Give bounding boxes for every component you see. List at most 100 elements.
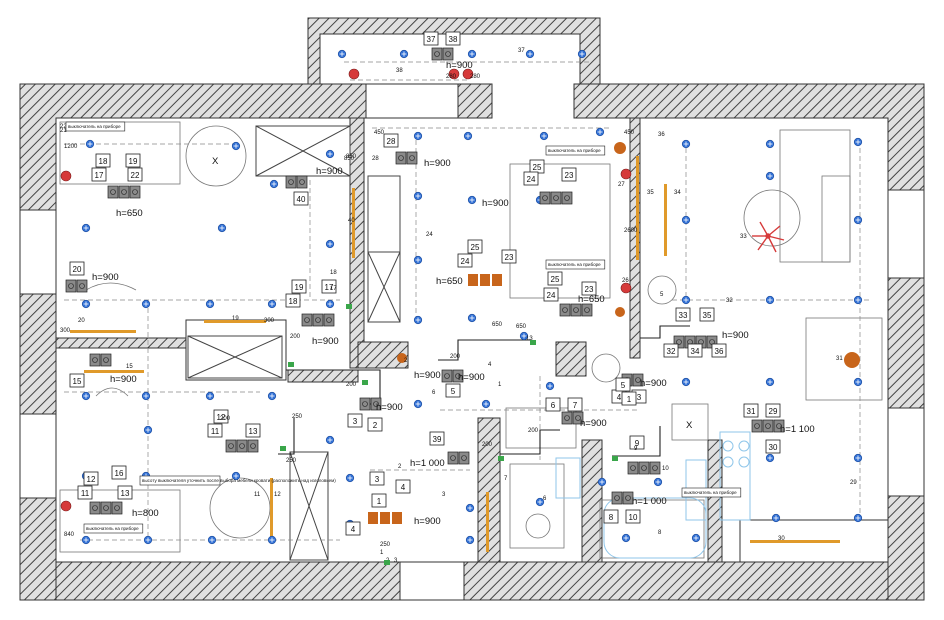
dimension-label: 300 [264,318,275,324]
numbered-box: 11 [207,423,223,438]
light-point [267,535,277,545]
light-point [467,195,477,205]
svg-text:37: 37 [427,35,436,44]
dimension-label: 21 [60,128,67,134]
dimension-label: 850 [346,154,357,160]
dimension-label: 450 [374,130,385,136]
dimension-label: 20 [78,318,85,324]
light-point [465,503,475,513]
numbered-box: 18 [285,293,301,308]
dimension-label: 36 [658,132,665,138]
note: выключатель на приборе [65,121,126,132]
dimension-label: 18 [330,270,337,276]
dimension-label: 650 [516,324,527,330]
dimension-label: 19 [232,316,239,322]
dimension-label: 250 [292,414,303,420]
svg-text:25: 25 [533,163,542,172]
socket-block [539,191,573,205]
dimension-label: 200 [346,382,357,388]
light-point [267,299,277,309]
dimension-label: 32 [726,298,733,304]
numbered-box: 33 [675,307,691,322]
dimension-label: 22 [60,124,67,130]
light-point [545,381,555,391]
svg-text:4: 4 [351,525,356,534]
numbered-box: 19 [291,279,307,294]
note: выключатель на приборе [545,259,606,270]
dimension-label: 26 [622,278,629,284]
light-point [231,471,241,481]
dimension-label: 17 [330,286,337,292]
svg-text:4: 4 [401,483,406,492]
svg-text:19: 19 [295,283,304,292]
height-label: h=900 [414,370,441,381]
light-point [413,255,423,265]
height-label: h=900 [722,330,749,341]
height-label: h=900 [458,372,485,383]
light-point [81,535,91,545]
dimension-label: 27 [618,182,625,188]
numbered-box: 7 [567,397,583,412]
numbered-box: 25 [529,159,545,174]
note: выключатель на приборе [83,523,144,534]
socket-block [65,279,88,293]
light-point [143,425,153,435]
svg-text:25: 25 [551,275,560,284]
dimension-label: 280 [446,74,457,80]
numbered-box: 15 [69,373,85,388]
numbered-box: 24 [457,253,473,268]
numbered-box: 11 [77,485,93,500]
socket-block [225,439,259,453]
numbered-box: 37 [423,31,439,46]
dimension-label: 300 [60,328,71,334]
dimension-label: 650 [492,322,503,328]
light-point [345,473,355,483]
dimension-label: 38 [396,68,403,74]
svg-text:7: 7 [573,401,578,410]
height-label: h=900 [92,272,119,283]
height-label: h=900 [110,374,137,385]
dimension-label: 250 [286,458,297,464]
note: выключатель на приборе [681,487,742,498]
socket-block [673,335,718,349]
numbered-box: 17 [321,279,337,294]
light-point [853,295,863,305]
numbered-box: 34 [687,343,703,358]
numbered-box: 24 [543,287,559,302]
svg-text:6: 6 [551,401,556,410]
svg-text:24: 24 [461,257,470,266]
svg-text:12: 12 [87,475,96,484]
svg-text:1: 1 [627,395,632,404]
dimension-label: 34 [674,190,681,196]
height-label: h=1 000 [632,496,667,507]
light-point [325,435,335,445]
light-point [205,391,215,401]
light-point [853,137,863,147]
svg-text:18: 18 [289,297,298,306]
dimension-label: 2600 [624,228,638,234]
fixture-label: Х [212,156,219,167]
svg-text:высоту выключателя уточнить по: высоту выключателя уточнить после выбора… [142,478,336,483]
svg-text:22: 22 [131,171,140,180]
light-point [577,49,587,59]
light-point [463,131,473,141]
svg-text:35: 35 [703,311,712,320]
svg-text:9: 9 [635,439,640,448]
svg-text:4: 4 [617,393,622,402]
light-point [853,215,863,225]
height-label: h=1 100 [780,424,815,435]
numbered-box: 9 [629,435,645,450]
light-point [765,171,775,181]
numbered-box: 4 [395,479,411,494]
led-strips [70,156,840,552]
numbered-box: 5 [445,383,461,398]
dimension-label: 200 [482,442,493,448]
svg-text:16: 16 [115,469,124,478]
light-point [467,49,477,59]
light-point [595,127,605,137]
notes: выключатель на приборе выключатель на при… [65,121,742,534]
svg-text:28: 28 [387,137,396,146]
light-point [413,399,423,409]
height-label: h=900 [414,516,441,527]
